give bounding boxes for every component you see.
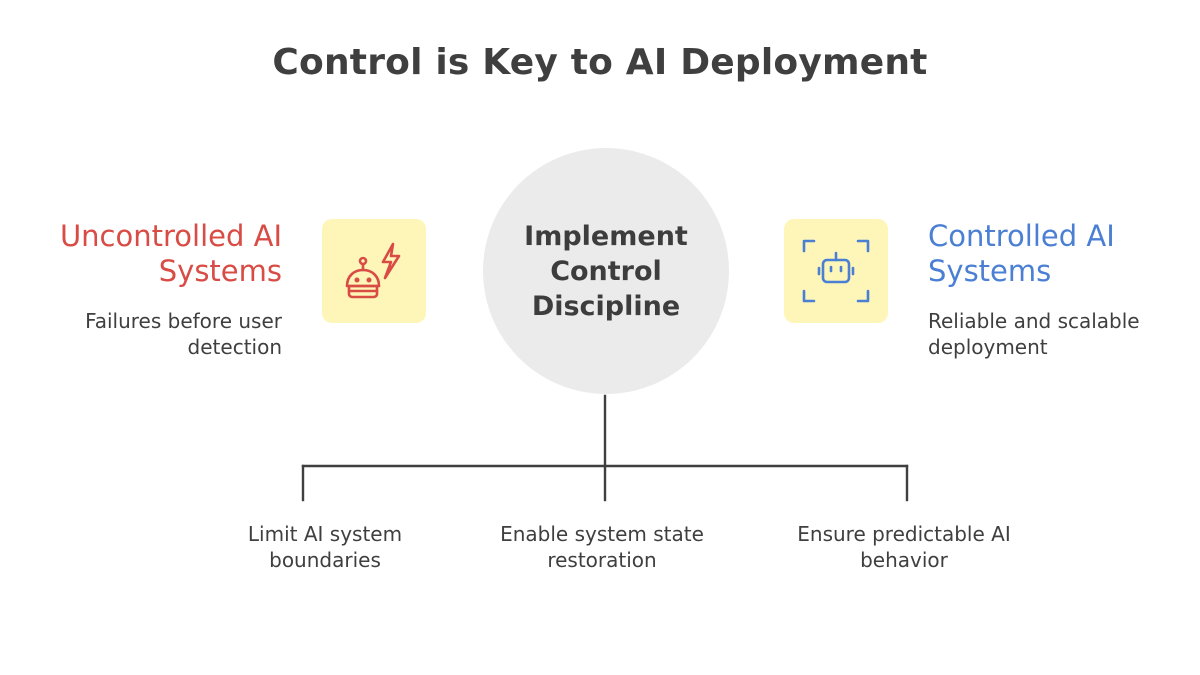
robot-focus-frame-icon xyxy=(802,239,870,303)
controlled-icon-box xyxy=(784,219,888,323)
uncontrolled-icon-box xyxy=(322,219,426,323)
center-circle: Implement Control Discipline xyxy=(483,148,729,394)
controlled-title: Controlled AI Systems xyxy=(928,219,1115,288)
branch-label-restoration: Enable system state restoration xyxy=(500,522,704,572)
controlled-description: Reliable and scalable deployment xyxy=(928,309,1140,359)
robot-lightning-icon xyxy=(345,242,401,299)
uncontrolled-title: Uncontrolled AI Systems xyxy=(59,219,282,288)
branch-label-boundaries: Limit AI system boundaries xyxy=(247,522,403,572)
branch-label-predictable: Ensure predictable AI behavior xyxy=(797,522,1011,572)
uncontrolled-description: Failures before user detection xyxy=(85,309,282,359)
diagram-title: Control is Key to AI Deployment xyxy=(272,42,928,83)
center-label: Implement Control Discipline xyxy=(524,220,688,322)
